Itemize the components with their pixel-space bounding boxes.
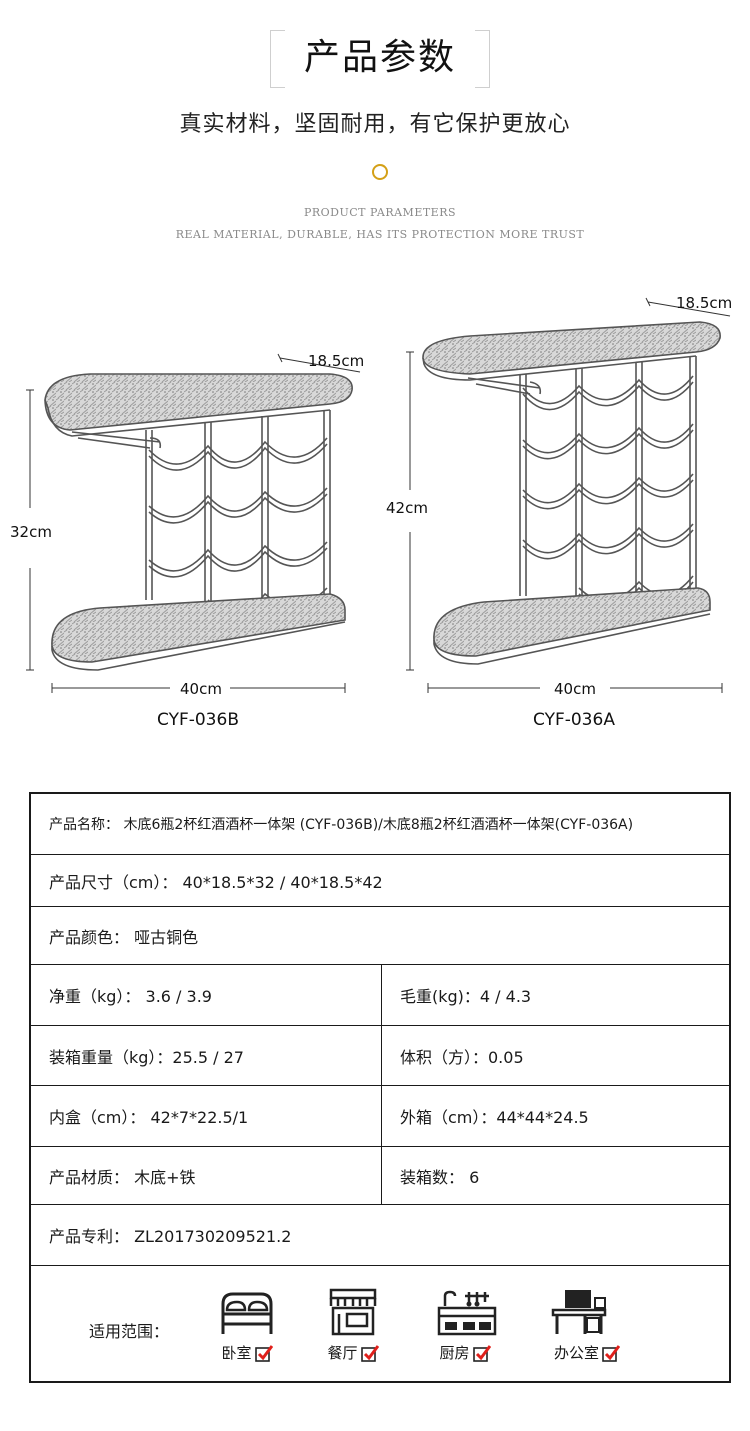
rack-b-model-label: CYF-036B — [157, 710, 239, 730]
rack-b-width-label: 40cm — [180, 680, 222, 698]
rack-a-depth-label: 18.5cm — [676, 294, 733, 312]
office-desk-icon — [551, 1290, 607, 1334]
restaurant-icon — [329, 1288, 377, 1336]
rack-a-dimension-lines — [406, 297, 731, 693]
product-sketch-svg — [26, 297, 731, 693]
checkbox-checked-icon — [360, 1344, 379, 1362]
usage-name-restaurant: 餐厅 — [313, 1342, 393, 1363]
page-subtitle: 真实材料，坚固耐用，有它保护更放心 — [179, 112, 571, 137]
spec-net-weight: 净重（kg）： 3.6 / 3.9 — [49, 987, 212, 1006]
spec-row-usage: 适用范围： 卧室 — [31, 1266, 729, 1381]
spec-box-weight: 装箱重量（kg）：25.5 / 27 — [49, 1047, 244, 1067]
kitchen-icon — [437, 1290, 497, 1336]
checkbox-checked-icon — [472, 1344, 491, 1362]
spec-product-size: 产品尺寸（cm）： 40*18.5*32 / 40*18.5*42 — [49, 872, 383, 892]
usage-name-office: 办公室 — [539, 1342, 635, 1363]
spec-volume: 体积（方）：0.05 — [381, 1026, 729, 1085]
spec-row-color: 产品颜色： 哑古铜色 — [31, 907, 729, 965]
spec-row-weight: 净重（kg）： 3.6 / 3.9 毛重(kg)：4 / 4.3 — [31, 965, 729, 1026]
usage-item-kitchen: 厨房 — [425, 1288, 505, 1368]
bed-icon — [221, 1292, 273, 1334]
usage-name-bedroom: 卧室 — [207, 1342, 287, 1363]
rack-a-height-label: 42cm — [386, 499, 428, 517]
usage-item-bedroom: 卧室 — [207, 1288, 287, 1368]
checkbox-checked-icon — [254, 1344, 273, 1362]
usage-kitchen-label: 厨房 — [439, 1344, 470, 1362]
spec-row-box-weight: 装箱重量（kg）：25.5 / 27 体积（方）：0.05 — [31, 1026, 729, 1086]
spec-row-material: 产品材质： 木底+铁 装箱数： 6 — [31, 1147, 729, 1205]
rack-a-model-label: CYF-036A — [533, 710, 615, 730]
rack-b-depth-label: 18.5cm — [308, 352, 365, 370]
rack-cyf-036b-sketch — [44, 373, 353, 671]
accent-ring-icon — [372, 164, 388, 180]
spec-gross-weight: 毛重(kg)：4 / 4.3 — [381, 965, 729, 1025]
spec-inner-box: 内盒（cm）： 42*7*22.5/1 — [49, 1108, 249, 1127]
spec-row-patent: 产品专利： ZL201730209521.2 — [31, 1205, 729, 1266]
rack-b-height-label: 32cm — [10, 523, 52, 541]
spec-patent: 产品专利： ZL201730209521.2 — [49, 1227, 292, 1246]
usage-section: 适用范围： 卧室 — [31, 1266, 729, 1381]
usage-item-office: 办公室 — [539, 1288, 635, 1368]
spec-table: 产品名称： 木底6瓶2杯红酒酒杯一体架 (CYF-036B)/木底8瓶2杯红酒酒… — [29, 792, 731, 1383]
title-frame-right — [475, 30, 490, 88]
page-title: 产品参数 — [303, 37, 456, 78]
spec-outer-box: 外箱（cm）：44*44*24.5 — [381, 1086, 729, 1146]
checkbox-checked-icon — [602, 1344, 620, 1362]
rack-a-width-label: 40cm — [554, 680, 596, 698]
spec-product-name: 产品名称： 木底6瓶2杯红酒酒杯一体架 (CYF-036B)/木底8瓶2杯红酒酒… — [49, 817, 634, 833]
usage-office-label: 办公室 — [553, 1344, 599, 1362]
usage-name-kitchen: 厨房 — [425, 1342, 505, 1363]
product-drawings: 18.5cm 32cm 40cm CYF-036B 18.5cm 42cm 40… — [0, 270, 750, 750]
usage-restaurant-label: 餐厅 — [327, 1344, 358, 1362]
english-tagline: REAL MATERIAL, DURABLE, HAS ITS PROTECTI… — [175, 228, 585, 241]
title-frame-left — [270, 30, 285, 88]
spec-row-name: 产品名称： 木底6瓶2杯红酒酒杯一体架 (CYF-036B)/木底8瓶2杯红酒酒… — [31, 794, 729, 855]
english-heading: PRODUCT PARAMETERS — [303, 206, 457, 219]
spec-product-color: 产品颜色： 哑古铜色 — [49, 927, 199, 947]
usage-bedroom-label: 卧室 — [221, 1344, 252, 1362]
rack-b-dimension-lines — [26, 353, 361, 693]
spec-material: 产品材质： 木底+铁 — [49, 1167, 196, 1187]
title-frame: 产品参数 — [270, 30, 490, 88]
rack-cyf-036a-sketch — [422, 321, 721, 665]
usage-label: 适用范围： — [89, 1322, 170, 1341]
usage-item-restaurant: 餐厅 — [313, 1288, 393, 1368]
spec-box-count: 装箱数： 6 — [381, 1147, 729, 1204]
spec-row-boxes: 内盒（cm）： 42*7*22.5/1 外箱（cm）：44*44*24.5 — [31, 1086, 729, 1147]
spec-row-size: 产品尺寸（cm）： 40*18.5*32 / 40*18.5*42 — [31, 855, 729, 907]
